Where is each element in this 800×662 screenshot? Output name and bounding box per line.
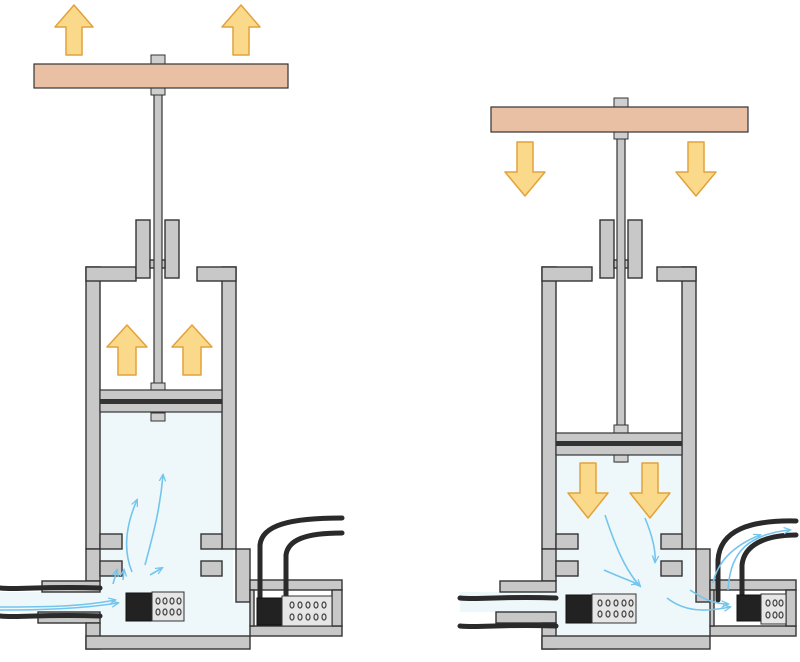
piston-rod-lift	[153, 57, 163, 421]
flow-arrows-lower	[603, 514, 790, 610]
base-housing-lower	[495, 548, 797, 650]
exhaust-valve-lift	[256, 595, 333, 627]
panel-lower	[457, 97, 799, 650]
intake-valve-lift	[125, 591, 185, 622]
exhaust-valve-lower	[736, 593, 787, 625]
hose-intake-lift	[0, 584, 103, 620]
cylinder-wall-lift	[85, 219, 237, 550]
hose-exhaust-lower	[715, 518, 799, 603]
hose-intake-lower	[457, 594, 559, 630]
intake-valve-lower	[565, 593, 637, 624]
hose-exhaust-lift	[257, 515, 345, 603]
panel-lift	[0, 4, 345, 650]
platform-lower	[490, 106, 749, 133]
piston-rod-lower	[616, 99, 626, 463]
fluid-lift	[0, 412, 250, 636]
flow-arrows-lift	[0, 475, 163, 611]
piston-lift	[99, 389, 223, 413]
platform-lift	[33, 63, 289, 89]
piston-lower	[555, 432, 683, 456]
arrow-down-icon	[504, 141, 717, 519]
arrow-up-icon	[54, 4, 261, 376]
